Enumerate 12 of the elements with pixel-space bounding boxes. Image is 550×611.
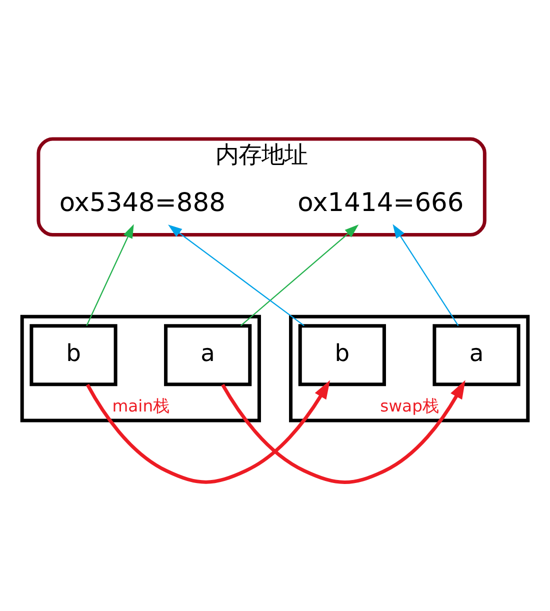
arrow: [168, 224, 304, 326]
node-box: b: [298, 324, 386, 386]
node-text: ox1414=666: [298, 187, 464, 218]
arrow: [86, 380, 330, 484]
arrow: [392, 224, 459, 326]
arrow: [221, 380, 466, 484]
node-text: ox5348=888: [59, 187, 226, 218]
node-box: b: [30, 324, 118, 386]
arrow: [240, 224, 359, 326]
node-box: a: [432, 324, 520, 386]
arrow: [86, 224, 134, 326]
node-box: a: [164, 324, 252, 386]
